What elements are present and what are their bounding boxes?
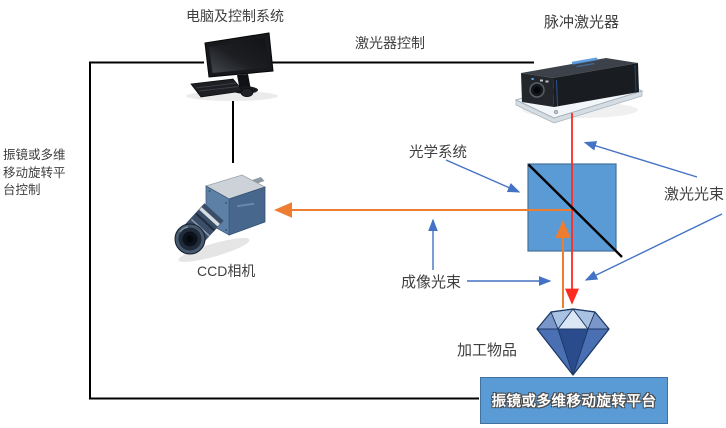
computer-label: 电脑及控制系统 <box>186 8 284 24</box>
laser-beam-label: 激光光束 <box>664 186 725 203</box>
imaging-beam-label: 成像光束 <box>401 274 462 291</box>
ccd-camera-label: CCD相机 <box>197 263 256 279</box>
computer-monitor-icon <box>186 32 278 101</box>
platform-control-line <box>89 61 479 400</box>
laser-logo <box>571 57 598 68</box>
laser-beam-pointer-lower <box>584 213 723 281</box>
platform-box-label: 振镜或多维移动旋转平台 <box>491 394 657 410</box>
pulsed-laser-device-icon <box>514 57 644 124</box>
diamond-icon <box>536 308 610 376</box>
laser-control-label: 激光器控制 <box>355 35 425 51</box>
pointer-arrows <box>428 141 723 286</box>
optical-system-pointer <box>445 159 521 193</box>
splitter-diagonal-mirror <box>527 163 623 258</box>
ccd-camera-icon <box>174 174 267 262</box>
platform-box: 振镜或多维移动旋转平台 <box>480 377 668 424</box>
laser-beam-pointer-upper <box>583 141 698 178</box>
workpiece-label: 加工物品 <box>457 342 518 359</box>
control-lines <box>89 61 534 400</box>
platform-control-label-line2: 移动旋转平 <box>3 165 66 180</box>
platform-control-label-line1: 振镜或多维 <box>3 148 66 162</box>
optical-system-label: 光学系统 <box>409 145 467 161</box>
platform-control-label-line3: 台控制 <box>3 183 41 197</box>
platform-control-label: 振镜或多维 移动旋转平 台控制 <box>3 147 66 200</box>
pulsed-laser-label: 脉冲激光器 <box>544 14 620 31</box>
